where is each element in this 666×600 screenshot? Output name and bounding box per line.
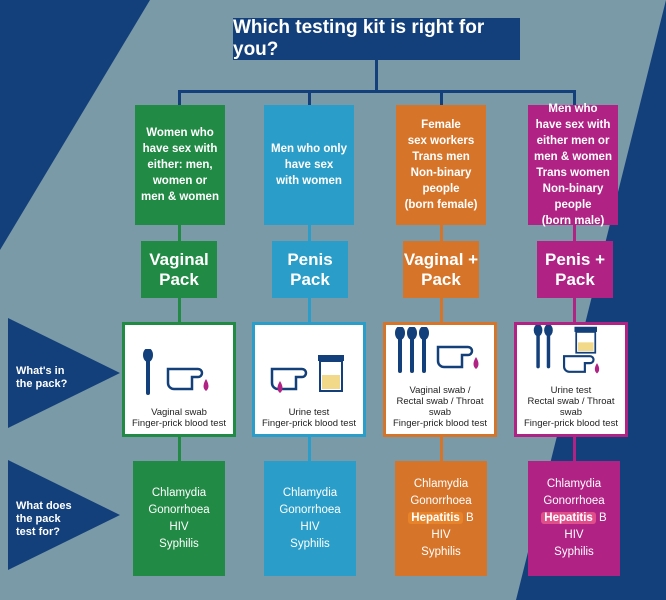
col2-contents-line1: Urine test (288, 407, 330, 418)
col4-contents-line2: Rectal swab / Throat swab (527, 396, 615, 418)
three-swabs-blood-icon (395, 327, 479, 373)
col4-contents: Urine test Rectal swab / Throat swab Fin… (514, 322, 628, 437)
connector-horizontal (178, 90, 576, 93)
col4-contents-line3: Finger-prick blood test (524, 418, 618, 429)
col2-contents: Urine test Finger-prick blood test (252, 322, 366, 437)
col3-contents-line3: Finger-prick blood test (393, 418, 487, 429)
connector-vertical-top (375, 60, 378, 92)
arrow-tests (8, 460, 120, 570)
page-title: Which testing kit is right for you? (233, 17, 520, 60)
col1-contents-line2: Finger-prick blood test (132, 418, 226, 429)
col4-pack: Penis +Pack (537, 241, 613, 298)
arrow-contents (8, 318, 120, 428)
col4-contents-line1: Urine test (550, 385, 592, 396)
col1-contents: Vaginal swab Finger-prick blood test (122, 322, 236, 437)
col3-contents: Vaginal swab / Rectal swab / Throat swab… (383, 322, 497, 437)
connector-col4 (573, 90, 576, 106)
connector-col2 (308, 90, 311, 106)
col3-contents-line2: Rectal swab / Throat swab (396, 396, 484, 418)
connector-col1 (178, 90, 181, 106)
swabs-urine-blood-icon (533, 325, 600, 374)
col3-pack: Vaginal +Pack (403, 241, 479, 298)
blood-urine-icon (270, 355, 344, 393)
swab-blood-icon (143, 349, 209, 395)
col4-hepatitis: Hepatitis B (541, 510, 607, 527)
connector-col3 (440, 90, 443, 106)
col3-contents-line1: Vaginal swab / (409, 385, 471, 396)
background-shape-top-left (0, 0, 150, 250)
col2-contents-line2: Finger-prick blood test (262, 418, 356, 429)
col1-contents-line1: Vaginal swab (151, 407, 207, 418)
col3-hepatitis: Hepatitis B (408, 510, 474, 527)
